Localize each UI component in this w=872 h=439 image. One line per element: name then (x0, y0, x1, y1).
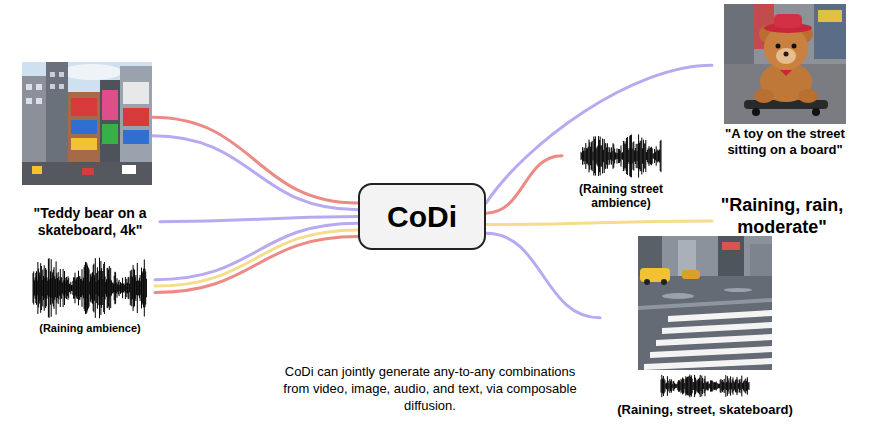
audio-output: (Raining street ambience) (562, 132, 680, 211)
city-image (22, 62, 152, 185)
figure-shape (754, 89, 774, 103)
audio-waveform (580, 132, 662, 180)
video-frame (638, 236, 772, 370)
media-caption: (Raining street ambience) (562, 182, 680, 211)
figure-shape (32, 166, 42, 174)
figure-caption: CoDi can jointly generate any-to-any com… (280, 364, 580, 415)
figure-shape (26, 84, 32, 90)
figure-shape (123, 82, 149, 104)
teddy-image (724, 4, 846, 124)
figure-shape (36, 98, 42, 104)
figure-shape (644, 279, 650, 285)
audio-input: (Raining ambience) (25, 256, 155, 335)
connector-curve (160, 217, 358, 222)
figure-shape (724, 4, 754, 64)
figure-shape (798, 89, 818, 103)
figure-shape (71, 138, 97, 150)
figure-shape (123, 130, 149, 144)
figure-shape (780, 70, 792, 76)
figure-shape (818, 10, 842, 22)
figure-shape (102, 124, 118, 144)
connector-curve (155, 237, 358, 293)
figure-shape (71, 98, 97, 116)
figure-shape (638, 236, 772, 370)
figure-shape (581, 134, 661, 177)
figure-shape (36, 84, 42, 90)
figure-shape (792, 44, 797, 49)
figure-shape (812, 108, 820, 116)
figure-shape (750, 244, 772, 276)
figure-shape (814, 4, 846, 59)
figure-shape (50, 84, 55, 89)
figure-shape (22, 162, 152, 185)
figure-shape (22, 62, 152, 185)
media-caption: (Raining ambience) (25, 322, 155, 335)
audio-waveform (660, 372, 750, 400)
figure-shape (33, 258, 146, 319)
figure-shape (644, 358, 772, 370)
figure-shape (774, 14, 802, 28)
figure-shape (50, 72, 55, 77)
text-prompt: "Teddy bear on a skateboard, 4k" (20, 205, 160, 239)
figure-shape (26, 98, 32, 104)
figure-shape (724, 288, 752, 292)
video-output: (Raining, street, skateboard) (600, 236, 810, 418)
figure-shape (123, 108, 149, 126)
connector-curve (486, 156, 562, 214)
figure-shape (668, 310, 772, 322)
figure-shape (62, 64, 122, 80)
figure-shape (776, 44, 781, 49)
media-caption: (Raining, street, skateboard) (600, 402, 810, 418)
figure-shape (752, 108, 760, 116)
figure-shape (661, 375, 749, 398)
connector-curve (486, 233, 600, 317)
media-caption: "Raining, rain, moderate" (712, 195, 852, 238)
connector-curve (152, 117, 358, 203)
figure-shape (59, 72, 64, 77)
figure-shape (82, 168, 94, 175)
figure-shape (662, 322, 772, 334)
figure-shape (122, 165, 136, 174)
image-input (22, 62, 152, 185)
figure-shape (71, 120, 97, 134)
figure-shape (776, 48, 796, 64)
figure-shape (661, 279, 667, 285)
connector-curve (152, 136, 358, 210)
connector-curve (486, 221, 712, 225)
figure-shape (102, 90, 118, 120)
model-label: CoDi (387, 199, 457, 235)
figure-shape (656, 334, 772, 346)
image-output: "A toy on the street sitting on a board" (712, 4, 858, 157)
figure-shape (638, 298, 772, 310)
figure-shape (718, 236, 744, 276)
audio-waveform (32, 256, 148, 320)
media-caption: "Teddy bear on a skateboard, 4k" (20, 205, 160, 239)
figure-shape (650, 346, 772, 358)
figure-shape (784, 52, 789, 57)
media-caption: "A toy on the street sitting on a board" (712, 126, 858, 157)
text-output: "Raining, rain, moderate" (712, 195, 852, 238)
model-box: CoDi (358, 183, 486, 250)
figure-shape (722, 242, 740, 250)
figure-shape (724, 4, 846, 124)
figure-shape (682, 270, 700, 279)
figure-shape (662, 293, 694, 299)
figure-shape (59, 84, 64, 89)
